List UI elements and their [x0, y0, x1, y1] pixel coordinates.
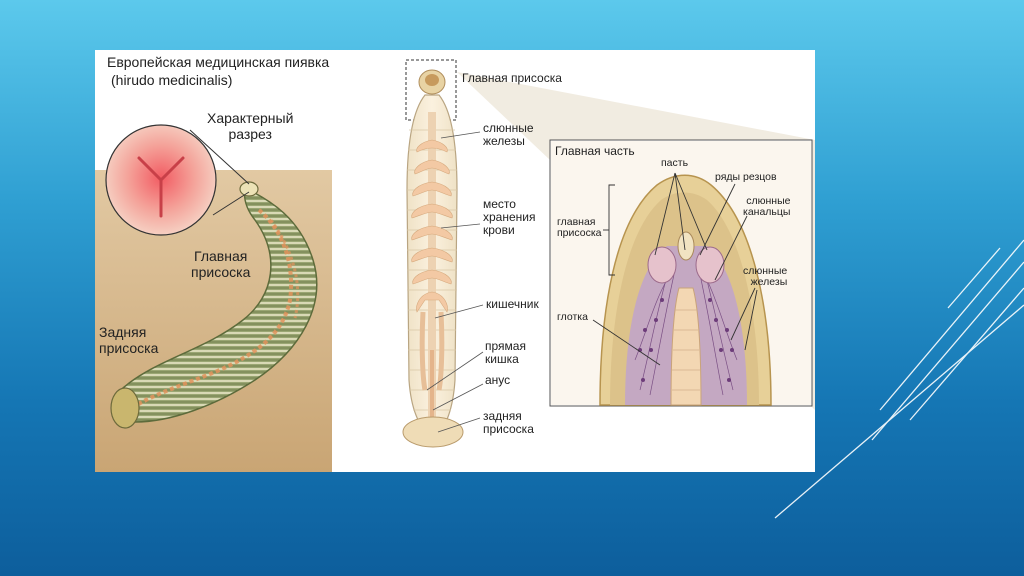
- figure-title: Европейская медицинская пиявка: [107, 54, 330, 70]
- label-salivary-ducts: слюнные канальцы: [743, 195, 791, 218]
- label-rectum: прямая кишка: [485, 339, 526, 366]
- label-anus: анус: [485, 373, 511, 387]
- label-blood-storage: место хранения крови: [483, 197, 536, 237]
- label-rear-sucker-mid: задняя присоска: [483, 409, 534, 436]
- label-head-part: Главная часть: [555, 144, 635, 158]
- label-cut: Характерный разрез: [207, 110, 294, 142]
- label-salivary-glands-right: слюнные железы: [743, 265, 788, 288]
- label-main-sucker-left: Главная присоска: [191, 248, 251, 280]
- head-cross-section: [549, 139, 813, 407]
- label-main-sucker-mid: Главная присоска: [462, 71, 562, 85]
- label-head-sucker: главная присоска: [557, 216, 602, 239]
- label-salivary-glands: слюнные железы: [483, 121, 534, 148]
- leech-3d-illustration: [95, 124, 332, 472]
- label-rear-sucker-left: Задняя присоска: [99, 324, 159, 356]
- label-mouth: пасть: [661, 157, 689, 169]
- label-teeth-rows: ряды резцов: [715, 171, 777, 183]
- label-intestine: кишечник: [486, 297, 539, 311]
- figure-subtitle: (hirudo medicinalis): [111, 72, 233, 88]
- leech-anatomy-figure: Европейская медицинская пиявка (hirudo m…: [95, 50, 815, 472]
- label-pharynx: глотка: [557, 311, 588, 323]
